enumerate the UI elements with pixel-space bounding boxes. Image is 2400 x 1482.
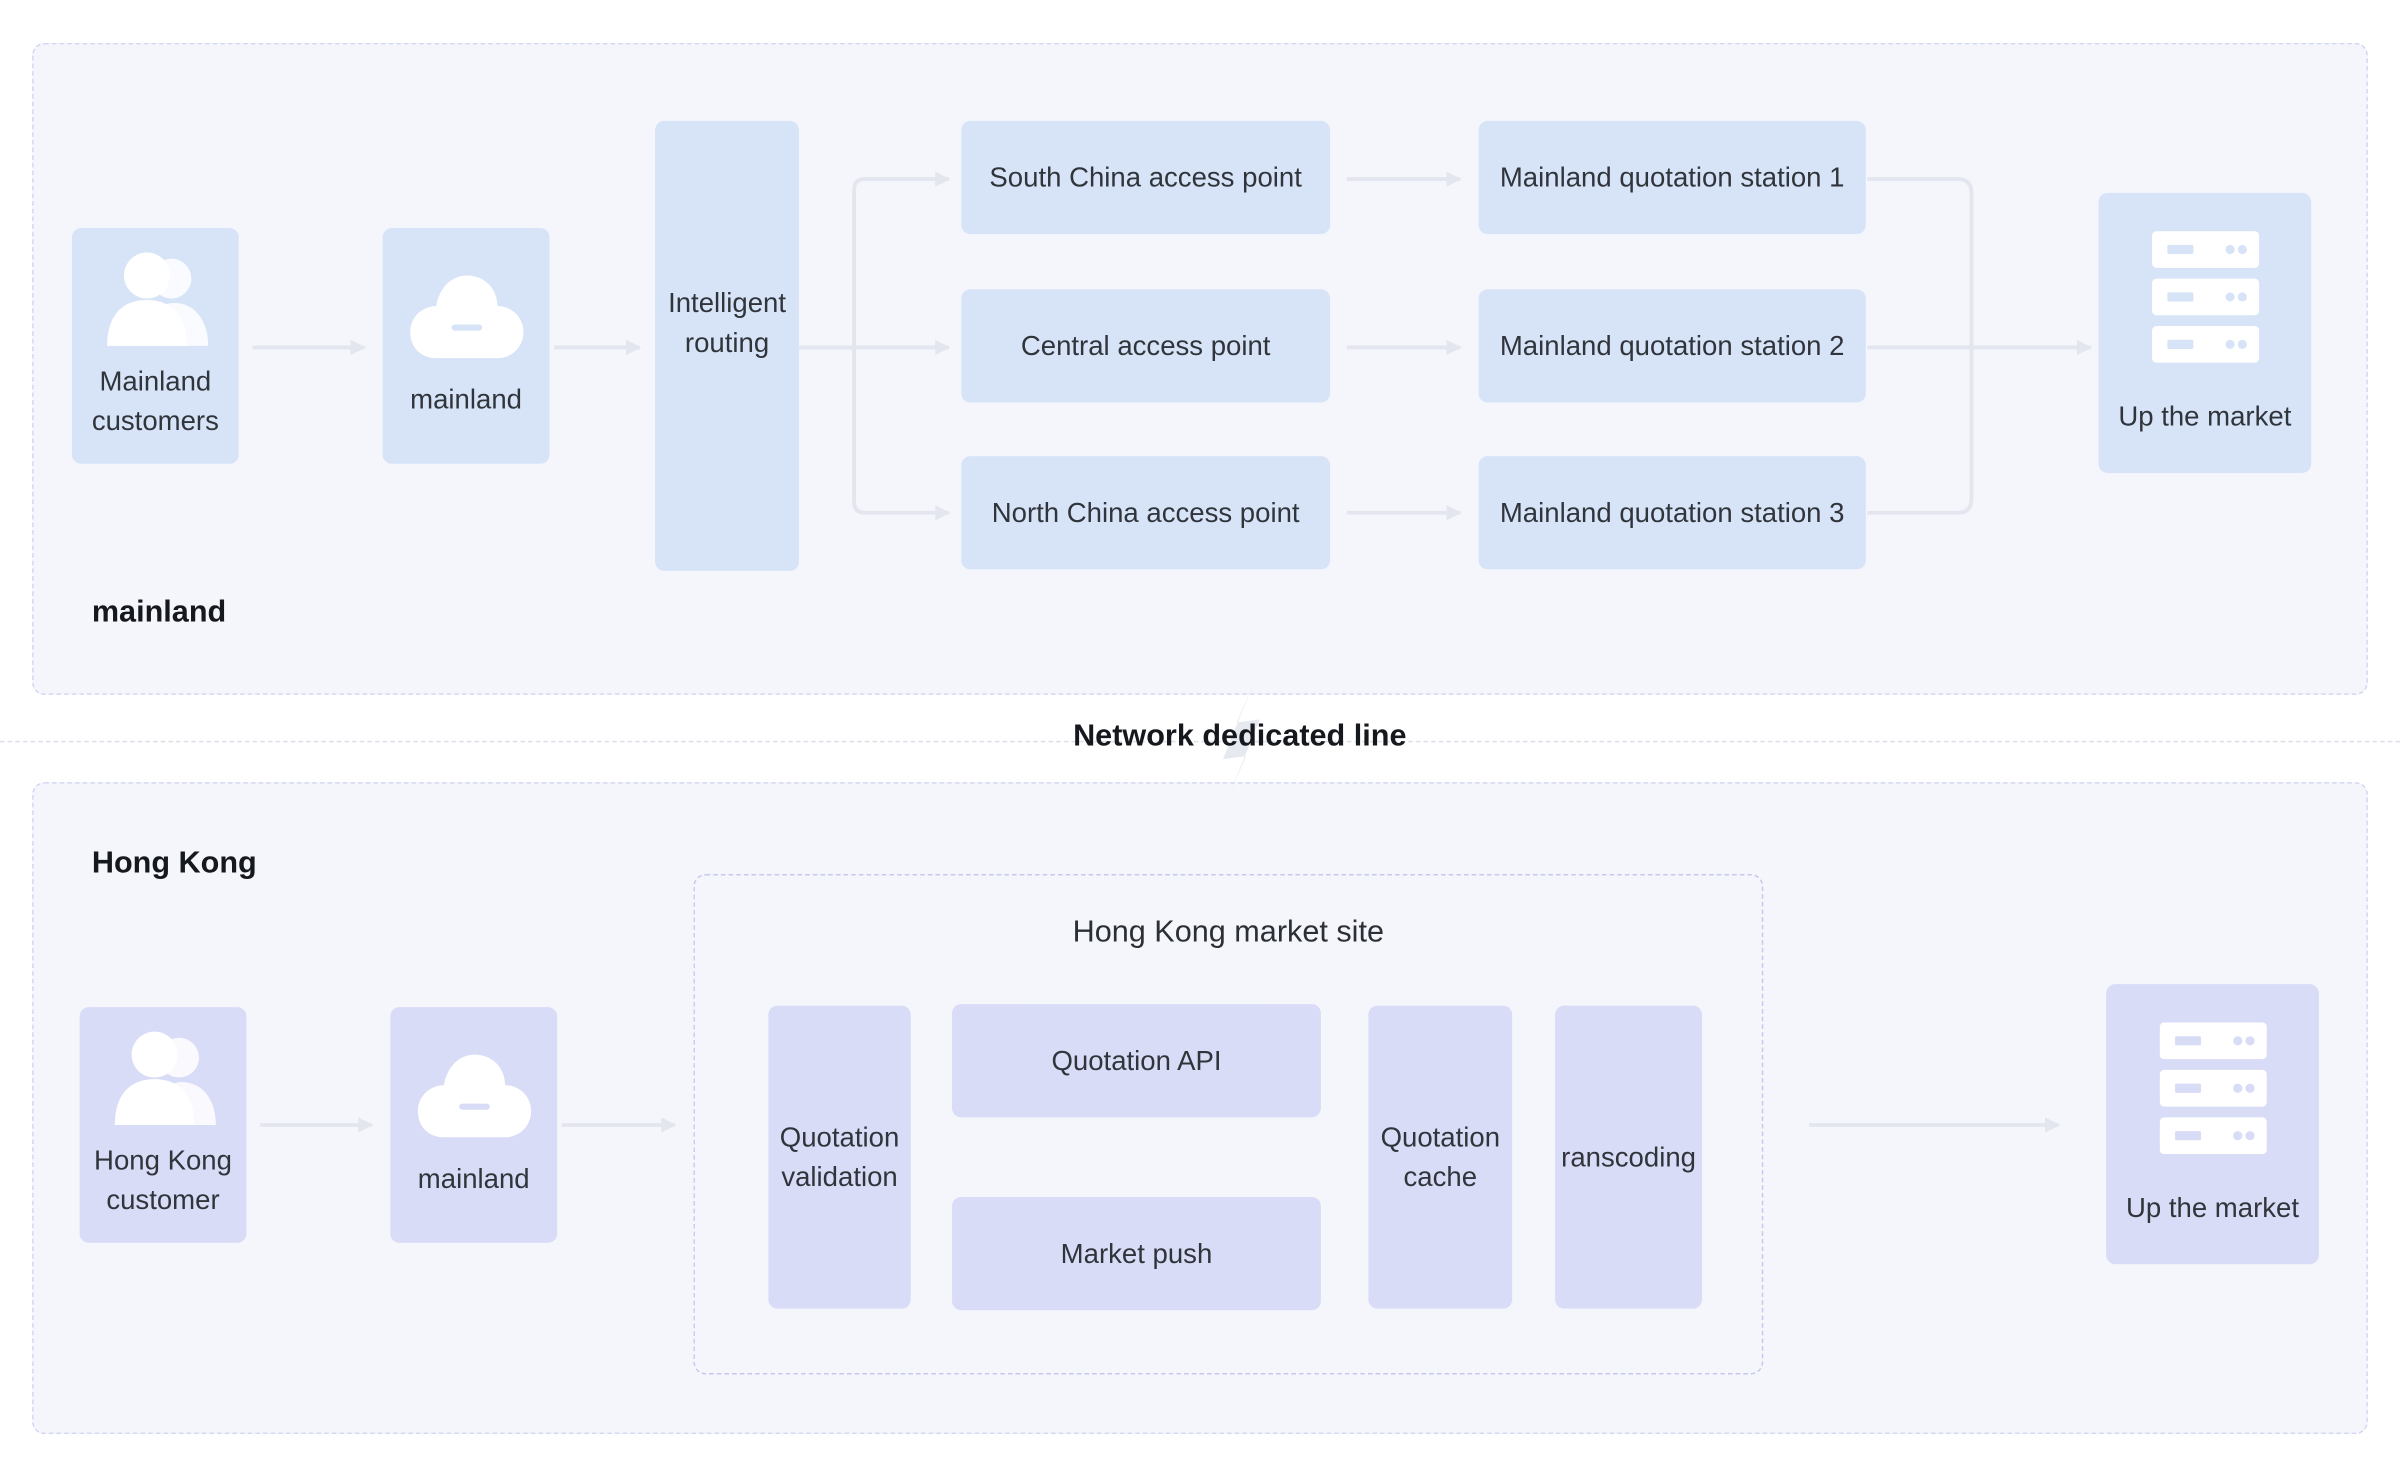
hongkong-region-label: Hong Kong [91, 846, 257, 881]
quotation-api-node[interactable]: Quotation API [952, 1004, 1321, 1118]
south-china-access-point-label: South China access point [989, 162, 1302, 193]
intelligent-routing-node[interactable]: Intelligent routing [655, 120, 799, 571]
mainland-cloud-node[interactable]: mainland [382, 228, 550, 464]
cloud-icon [409, 275, 523, 359]
quotation-cache-label: Quotation cache [1380, 1121, 1501, 1193]
north-china-access-point-label: North China access point [991, 497, 1300, 529]
mainland-quotation-station-3-label: Mainland quotation station 3 [1499, 497, 1845, 529]
north-china-access-point[interactable]: North China access point [961, 456, 1331, 570]
quotation-cache-node[interactable]: Quotation cache [1368, 1005, 1513, 1309]
server-icon [2151, 230, 2259, 362]
hongkong-cloud-label: mainland [417, 1163, 530, 1194]
hongkong-market-site-title: Hong Kong market site [1072, 915, 1385, 949]
transcoding-label: ranscoding [1561, 1141, 1696, 1173]
market-push-label: Market push [1060, 1238, 1213, 1269]
hongkong-market-site [693, 873, 1764, 1375]
cloud-icon [417, 1054, 531, 1138]
hongkong-cloud-node[interactable]: mainland [390, 1007, 558, 1243]
mainland-quotation-station-1-label: Mainland quotation station 1 [1499, 162, 1845, 193]
market-push-node[interactable]: Market push [952, 1196, 1321, 1311]
mainland-market-node[interactable]: Up the market [2098, 192, 2312, 473]
mainland-cloud-label: mainland [410, 384, 522, 415]
hongkong-market-label: Up the market [2125, 1191, 2300, 1223]
hongkong-customers-node[interactable]: Hong Kong customer [79, 1007, 247, 1243]
mainland-quotation-station-2[interactable]: Mainland quotation station 2 [1478, 289, 1866, 403]
quotation-validation-label: Quotation validation [779, 1121, 900, 1193]
south-china-access-point[interactable]: South China access point [961, 120, 1331, 235]
network-dedicated-line-label: Network dedicated line [1073, 719, 1407, 754]
region-divider [0, 740, 2400, 743]
quotation-api-label: Quotation API [1051, 1045, 1222, 1077]
users-icon [106, 252, 208, 346]
central-access-point-label: Central access point [1020, 330, 1271, 362]
mainland-quotation-station-1[interactable]: Mainland quotation station 1 [1478, 120, 1866, 235]
users-icon [114, 1031, 216, 1125]
mainland-region-label: mainland [91, 595, 227, 630]
mainland-customers-node[interactable]: Mainland customers [71, 228, 239, 464]
hongkong-market-node[interactable]: Up the market [2106, 984, 2319, 1265]
central-access-point[interactable]: Central access point [961, 289, 1331, 403]
mainland-quotation-station-2-label: Mainland quotation station 2 [1499, 330, 1845, 362]
quotation-validation-node[interactable]: Quotation validation [768, 1005, 911, 1309]
mainland-market-label: Up the market [2118, 400, 2292, 431]
mainland-quotation-station-3[interactable]: Mainland quotation station 3 [1478, 456, 1866, 570]
mainland-customers-label: Mainland customers [91, 365, 219, 437]
server-icon [2158, 1021, 2267, 1154]
intelligent-routing-label: Intelligent routing [668, 287, 787, 359]
hongkong-customers-label: Hong Kong customer [94, 1144, 232, 1216]
transcoding-node[interactable]: ranscoding [1555, 1005, 1703, 1309]
